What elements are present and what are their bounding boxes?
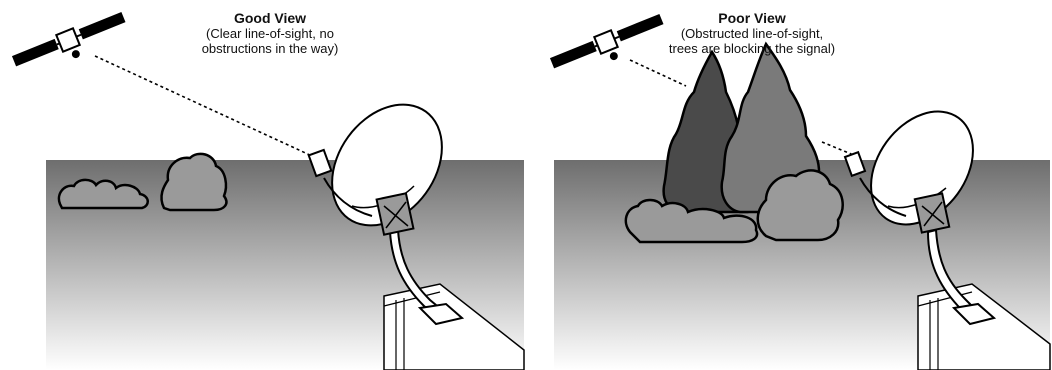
good-view-subtitle-line2: obstructions in the way) bbox=[150, 41, 390, 56]
poor-view-panel: Poor View (Obstructed line-of-sight, tre… bbox=[526, 0, 1052, 370]
satellite-icon bbox=[11, 9, 131, 80]
signal-line-to-trees bbox=[630, 60, 686, 86]
poor-view-title: Poor View bbox=[622, 10, 882, 26]
poor-view-subtitle-line1: (Obstructed line-of-sight, bbox=[622, 26, 882, 41]
poor-view-subtitle-line2: trees are blocking the signal) bbox=[622, 41, 882, 56]
good-view-title: Good View bbox=[150, 10, 390, 26]
good-view-subtitle-line1: (Clear line-of-sight, no bbox=[150, 26, 390, 41]
poor-view-caption: Poor View (Obstructed line-of-sight, tre… bbox=[622, 10, 882, 56]
good-view-panel: Good View (Clear line-of-sight, no obstr… bbox=[0, 0, 526, 370]
good-view-caption: Good View (Clear line-of-sight, no obstr… bbox=[150, 10, 390, 56]
signal-line bbox=[95, 56, 312, 156]
